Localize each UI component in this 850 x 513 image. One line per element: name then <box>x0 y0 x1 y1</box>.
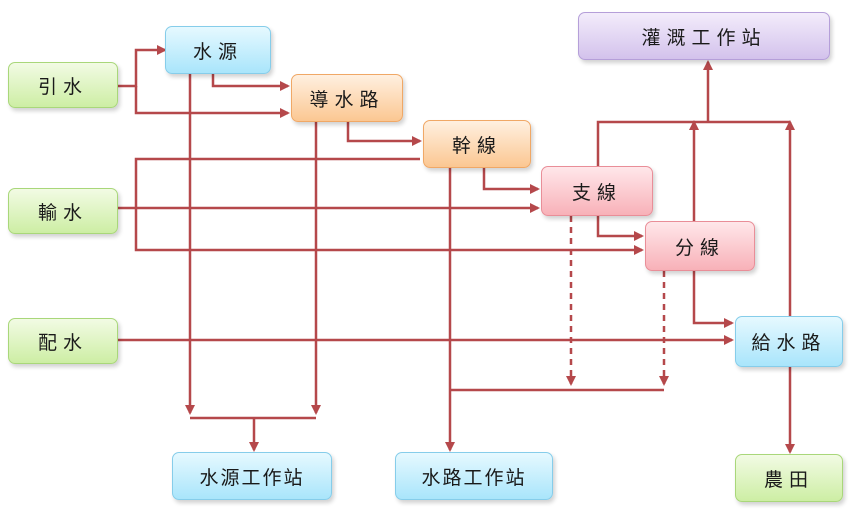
node-shuiyuan-label: 水源 <box>192 40 243 63</box>
connector-yinshui-shuiyuan <box>118 45 167 88</box>
node-peishui: 配水 <box>8 318 118 364</box>
connector-shuchuan-fenxian <box>134 208 644 255</box>
connector-yinshui-daoshuilu <box>134 86 290 118</box>
connector-zhixian-guangai <box>596 120 790 166</box>
node-guangai: 灌溉工作站 <box>578 12 830 60</box>
node-guangai-label: 灌溉工作站 <box>641 26 767 49</box>
node-fenxian-label: 分線 <box>674 236 725 259</box>
node-daoshuilu-label: 導水路 <box>309 88 385 111</box>
node-peishui-label: 配水 <box>37 331 88 354</box>
connector-shuiyuan-daoshuilu <box>211 74 290 91</box>
node-ganxian: 幹線 <box>423 120 531 168</box>
node-shuiyuan-station-label: 水源工作站 <box>199 466 305 489</box>
node-yinshui: 引水 <box>8 62 118 108</box>
node-nongtian-label: 農田 <box>763 468 814 491</box>
node-shuchuan-label: 輸水 <box>37 201 88 224</box>
connector-daoshuilu-ganxian <box>346 122 422 146</box>
node-yinshui-label: 引水 <box>37 75 88 98</box>
node-shuilu-station-label: 水路工作站 <box>421 466 527 489</box>
node-jishuilu: 給水路 <box>735 316 843 367</box>
node-shuchuan: 輸水 <box>8 188 118 234</box>
connector-shuchuan-ganxian <box>134 157 420 208</box>
node-nongtian: 農田 <box>735 454 843 502</box>
node-zhixian: 支線 <box>541 166 653 216</box>
connector-ganxian-zhixian <box>482 168 540 194</box>
node-shuiyuan: 水源 <box>165 26 271 74</box>
node-zhixian-label: 支線 <box>571 181 622 204</box>
connector-fenxian-jishuilu <box>692 271 734 328</box>
node-daoshuilu: 導水路 <box>291 74 403 122</box>
node-shuilu-station: 水路工作站 <box>395 452 553 500</box>
node-jishuilu-label: 給水路 <box>751 332 827 354</box>
node-fenxian: 分線 <box>645 221 755 271</box>
connector-zhixian-fenxian <box>596 216 644 241</box>
node-shuiyuan-station: 水源工作站 <box>172 452 332 500</box>
node-ganxian-label: 幹線 <box>451 134 502 157</box>
